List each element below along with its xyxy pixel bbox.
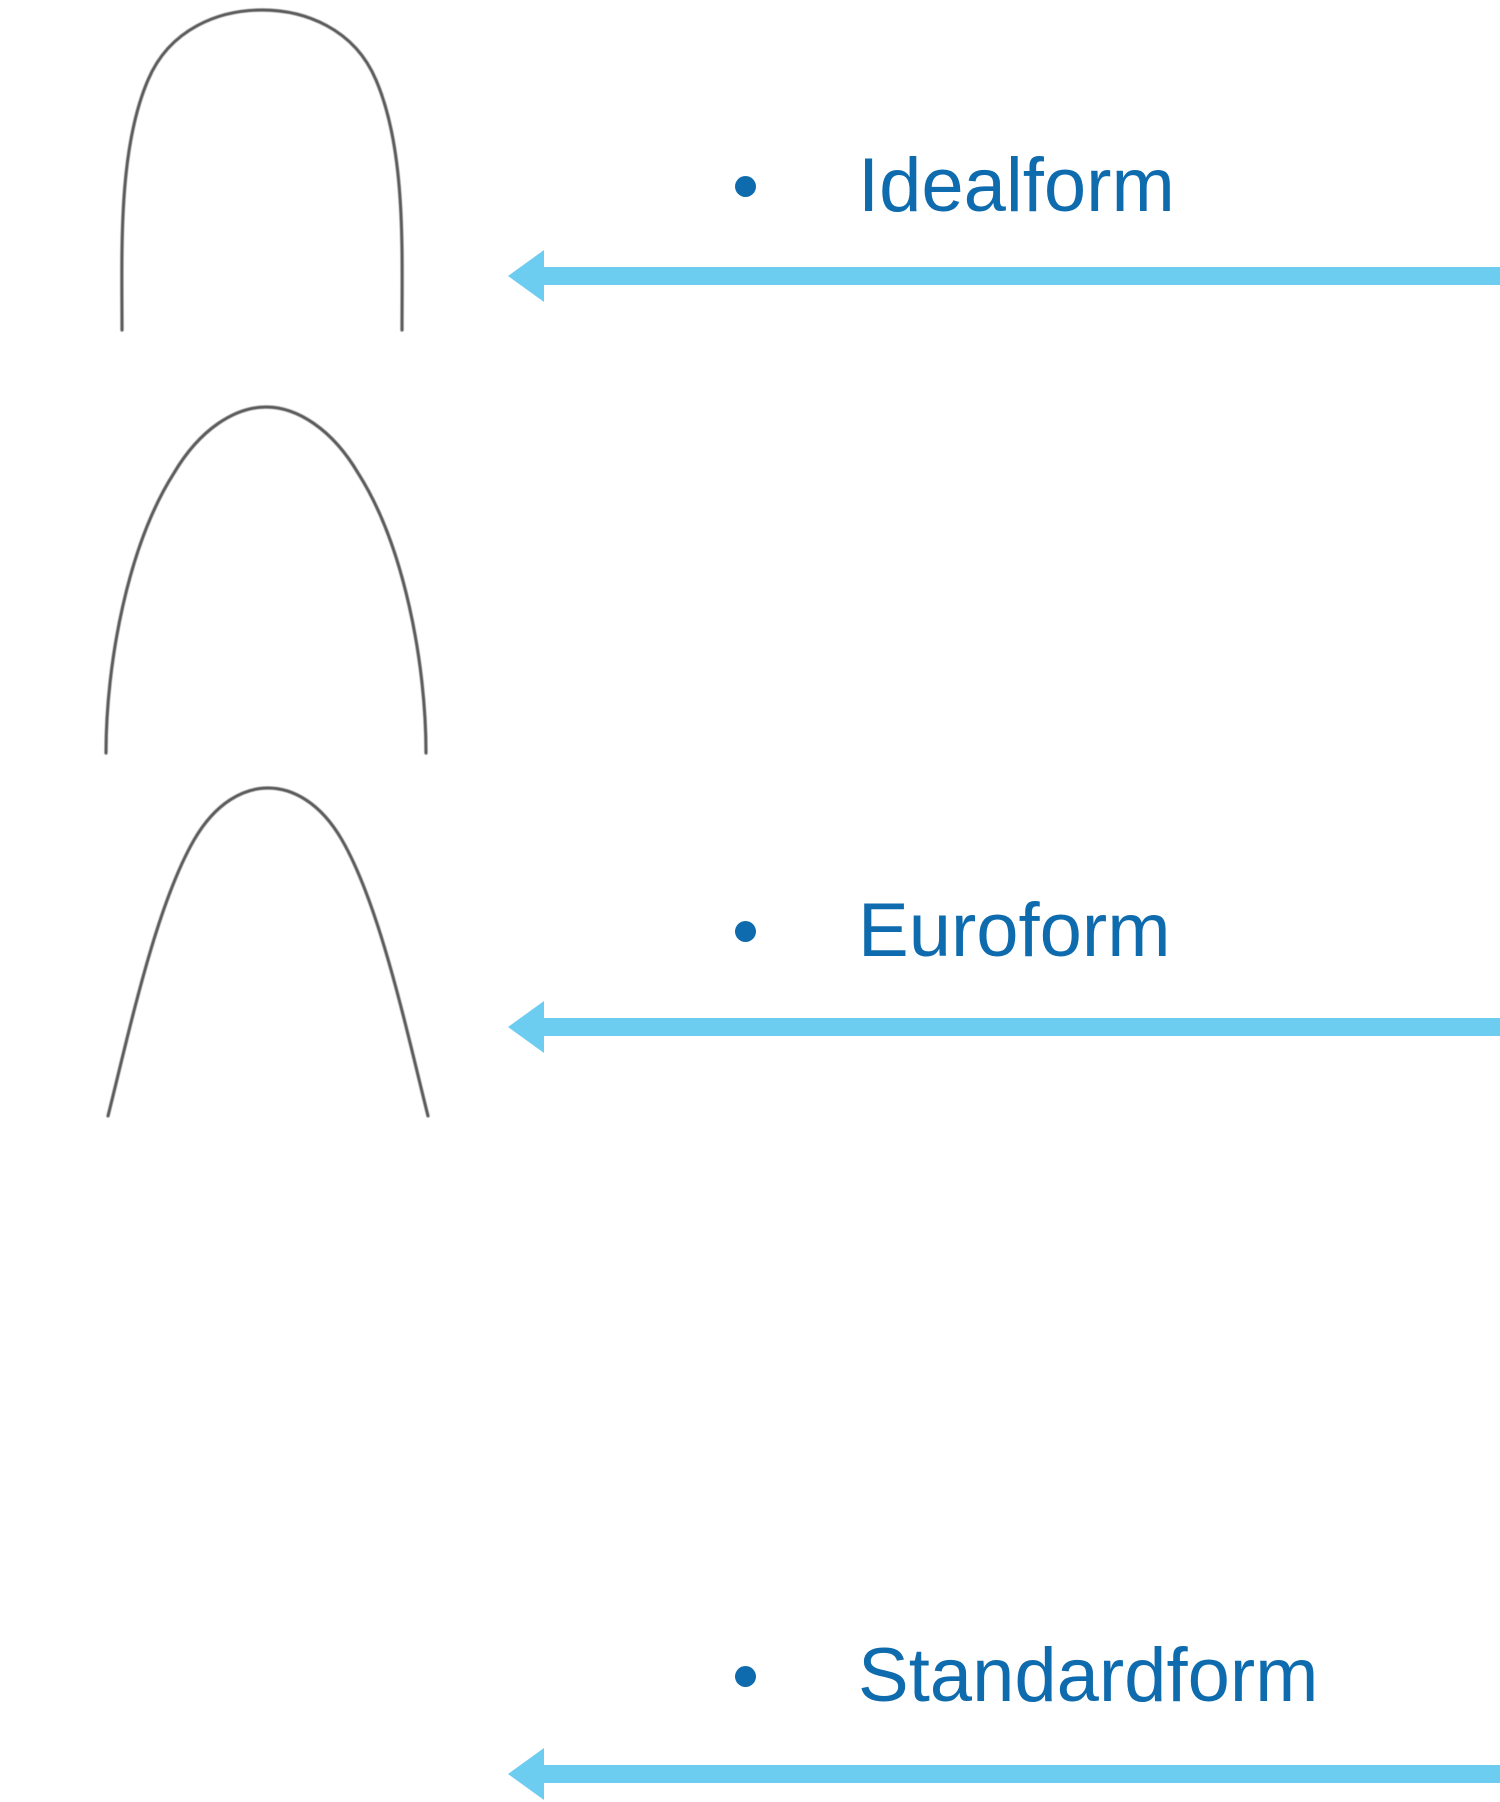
bullet-icon	[735, 1665, 756, 1687]
bullet-icon	[735, 175, 756, 197]
archform-label-line: Idealform	[735, 148, 1175, 224]
archform-label-euroform: Euroform	[858, 888, 1171, 973]
archform-row: Euroform	[0, 375, 1500, 1053]
archform-row: Standardform	[0, 760, 1500, 1800]
archwire-idealform-icon	[70, 0, 470, 340]
archform-label-standardform: Standardform	[858, 1633, 1319, 1718]
archform-label-line: Euroform	[735, 893, 1171, 969]
archform-label-line: Standardform	[735, 1638, 1318, 1714]
archwire-standardform-icon	[70, 778, 470, 1123]
left-arrow-icon	[508, 248, 1500, 304]
left-arrow-icon	[508, 999, 1500, 1055]
bullet-icon	[735, 920, 756, 942]
archform-label-idealform: Idealform	[858, 143, 1175, 228]
archform-row: Idealform	[0, 0, 1500, 375]
archwire-euroform-icon	[70, 395, 470, 760]
left-arrow-icon	[508, 1746, 1500, 1802]
